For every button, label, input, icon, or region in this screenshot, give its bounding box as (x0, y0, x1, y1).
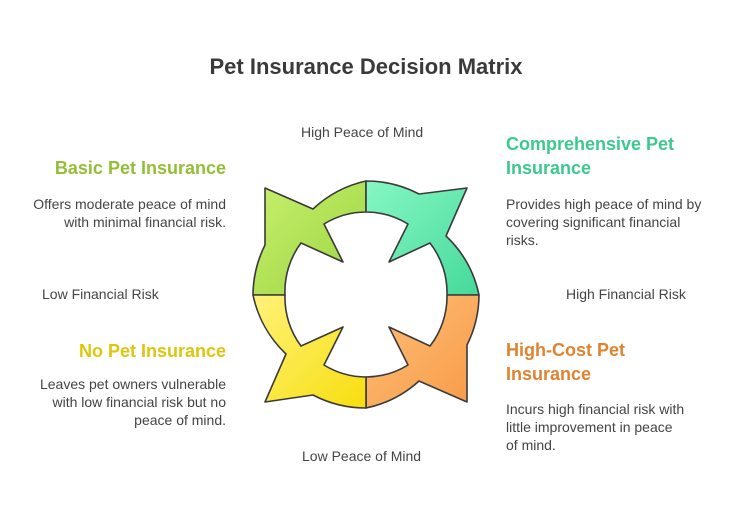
quadrant-title-high-cost: High-Cost Pet Insurance (506, 340, 625, 384)
page-title: Pet Insurance Decision Matrix (209, 54, 523, 79)
segment-bottom-right (365, 294, 480, 409)
quadrant-title-basic: Basic Pet Insurance (54, 158, 226, 178)
quadrant-desc-basic: Offers moderate peace of mind with minim… (33, 196, 226, 230)
axis-label-right: High Financial Risk (566, 286, 686, 302)
axis-label-left: Low Financial Risk (42, 286, 159, 302)
quadrant-desc-none: Leaves pet owners vulnerable with low fi… (39, 376, 226, 428)
axis-label-bottom: Low Peace of Mind (302, 448, 422, 464)
segment-top-right (365, 180, 480, 296)
segment-bottom-left (252, 294, 367, 409)
quadrant-desc-comprehensive: Provides high peace of mind by covering … (506, 196, 702, 248)
segment-top-left (252, 180, 367, 296)
quadrant-title-comprehensive: Comprehensive Pet Insurance (506, 134, 675, 178)
axis-label-top: High Peace of Mind (301, 124, 424, 140)
quadrant-desc-high-cost: Incurs high financial risk with little i… (506, 401, 685, 453)
quadrant-title-none: No Pet Insurance (78, 341, 226, 361)
